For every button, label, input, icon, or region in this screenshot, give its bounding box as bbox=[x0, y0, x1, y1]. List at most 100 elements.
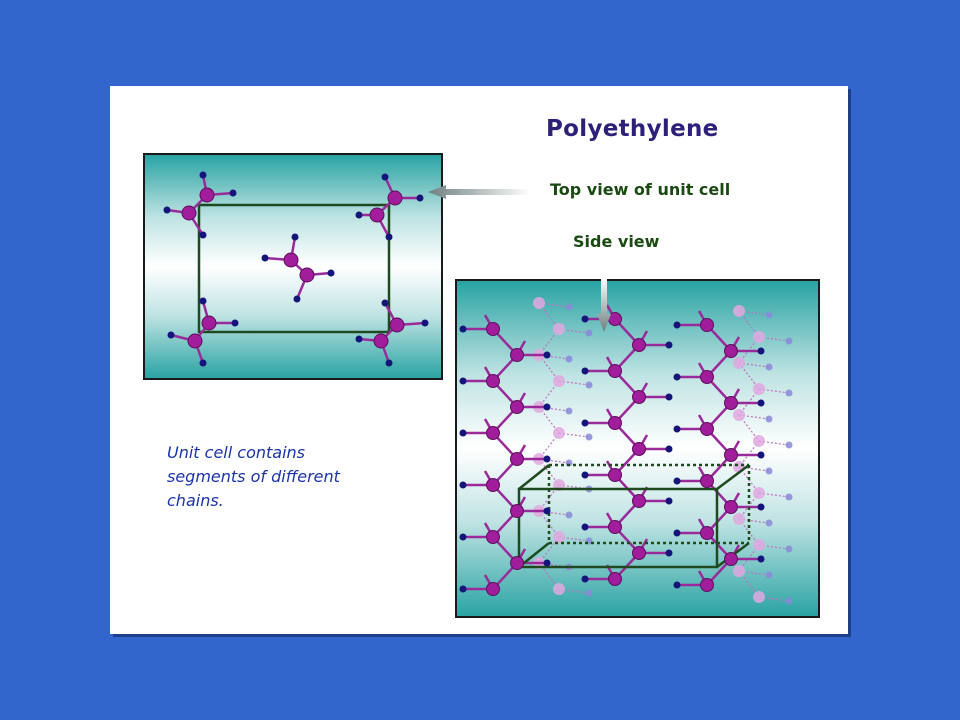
caption: Unit cell contains segments of different… bbox=[167, 441, 427, 513]
carbon-atom bbox=[187, 333, 203, 349]
hydrogen-atom-back bbox=[765, 467, 773, 475]
carbon-atom bbox=[700, 578, 714, 592]
carbon-atom bbox=[486, 530, 500, 544]
caption-line: chains. bbox=[167, 491, 224, 510]
carbon-atom bbox=[283, 252, 299, 268]
carbon-atom bbox=[486, 582, 500, 596]
hydrogen-atom bbox=[543, 403, 551, 411]
carbon-atom-back bbox=[533, 297, 545, 309]
hydrogen-atom bbox=[459, 533, 467, 541]
hydrogen-atom bbox=[581, 315, 589, 323]
carbon-atom bbox=[387, 190, 403, 206]
carbon-atom bbox=[700, 526, 714, 540]
hydrogen-atom bbox=[385, 359, 393, 367]
carbon-atom-back bbox=[753, 539, 765, 551]
carbon-atom-back bbox=[733, 565, 745, 577]
hydrogen-atom-back bbox=[785, 441, 793, 449]
hydrogen-atom bbox=[665, 341, 673, 349]
carbon-atom bbox=[724, 396, 738, 410]
carbon-atom-back bbox=[753, 435, 765, 447]
hydrogen-atom-back bbox=[785, 597, 793, 605]
carbon-atom bbox=[724, 500, 738, 514]
hydrogen-atom bbox=[416, 194, 424, 202]
hydrogen-atom bbox=[581, 419, 589, 427]
carbon-atom bbox=[700, 370, 714, 384]
hydrogen-atom-back bbox=[785, 493, 793, 501]
hydrogen-atom bbox=[459, 481, 467, 489]
hydrogen-atom bbox=[229, 189, 237, 197]
unit-cell-box bbox=[517, 463, 751, 569]
hydrogen-atom-back bbox=[585, 433, 593, 441]
carbon-atom bbox=[510, 504, 524, 518]
hydrogen-atom-back bbox=[765, 519, 773, 527]
side-view-label: Side view bbox=[573, 232, 660, 251]
hydrogen-atom-back bbox=[585, 589, 593, 597]
carbon-atom bbox=[201, 315, 217, 331]
carbon-atom-back bbox=[753, 383, 765, 395]
pointer-arrows bbox=[428, 185, 611, 332]
hydrogen-atom bbox=[199, 359, 207, 367]
hydrogen-atom bbox=[665, 549, 673, 557]
carbon-atom bbox=[632, 494, 646, 508]
carbon-atom-back bbox=[733, 513, 745, 525]
hydrogen-atom bbox=[581, 523, 589, 531]
hydrogen-atom bbox=[261, 254, 269, 262]
hydrogen-atom-back bbox=[765, 363, 773, 371]
unit-cell-outline bbox=[197, 203, 391, 334]
top-view-diagram bbox=[163, 171, 429, 367]
hydrogen-atom bbox=[673, 581, 681, 589]
carbon-atom-back bbox=[753, 331, 765, 343]
hydrogen-atom bbox=[673, 321, 681, 329]
carbon-atom bbox=[510, 556, 524, 570]
hydrogen-atom bbox=[665, 393, 673, 401]
carbon-atom-back bbox=[733, 409, 745, 421]
hydrogen-atom bbox=[665, 445, 673, 453]
carbon-atom bbox=[608, 416, 622, 430]
carbon-atom bbox=[608, 364, 622, 378]
carbon-atom bbox=[700, 318, 714, 332]
hydrogen-atom bbox=[231, 319, 239, 327]
hydrogen-atom bbox=[581, 367, 589, 375]
carbon-atom-back bbox=[553, 375, 565, 387]
carbon-atom bbox=[724, 448, 738, 462]
hydrogen-atom-back bbox=[785, 337, 793, 345]
hydrogen-atom bbox=[459, 325, 467, 333]
carbon-atom bbox=[199, 187, 215, 203]
hydrogen-atom-back bbox=[765, 571, 773, 579]
hydrogen-atom bbox=[421, 319, 429, 327]
hydrogen-atom bbox=[199, 231, 207, 239]
carbon-atom bbox=[632, 442, 646, 456]
carbon-atom bbox=[632, 338, 646, 352]
carbon-atom-back bbox=[733, 357, 745, 369]
carbon-atom bbox=[700, 422, 714, 436]
hydrogen-atom bbox=[355, 335, 363, 343]
carbon-atom bbox=[486, 426, 500, 440]
hydrogen-atom bbox=[163, 206, 171, 214]
hydrogen-atom-back bbox=[565, 511, 573, 519]
hydrogen-atom bbox=[381, 299, 389, 307]
hydrogen-atom bbox=[665, 497, 673, 505]
carbon-atom bbox=[632, 546, 646, 560]
carbon-atom bbox=[486, 322, 500, 336]
carbon-atom-back bbox=[753, 591, 765, 603]
carbon-atom bbox=[608, 572, 622, 586]
hydrogen-atom bbox=[293, 295, 301, 303]
hydrogen-atom bbox=[581, 471, 589, 479]
hydrogen-atom bbox=[459, 429, 467, 437]
hydrogen-atom bbox=[459, 377, 467, 385]
hydrogen-atom-back bbox=[765, 415, 773, 423]
hydrogen-atom bbox=[673, 529, 681, 537]
hydrogen-atom bbox=[167, 331, 175, 339]
carbon-atom bbox=[486, 374, 500, 388]
hydrogen-atom bbox=[543, 507, 551, 515]
arrow-to-side-view bbox=[597, 278, 611, 332]
hydrogen-atom-back bbox=[565, 407, 573, 415]
hydrogen-atom bbox=[581, 575, 589, 583]
hydrogen-atom bbox=[757, 503, 765, 511]
hydrogen-atom bbox=[291, 233, 299, 241]
carbon-atom bbox=[510, 348, 524, 362]
hydrogen-atom bbox=[543, 559, 551, 567]
hydrogen-atom bbox=[757, 347, 765, 355]
top-view-label: Top view of unit cell bbox=[550, 180, 731, 199]
hydrogen-atom bbox=[757, 555, 765, 563]
